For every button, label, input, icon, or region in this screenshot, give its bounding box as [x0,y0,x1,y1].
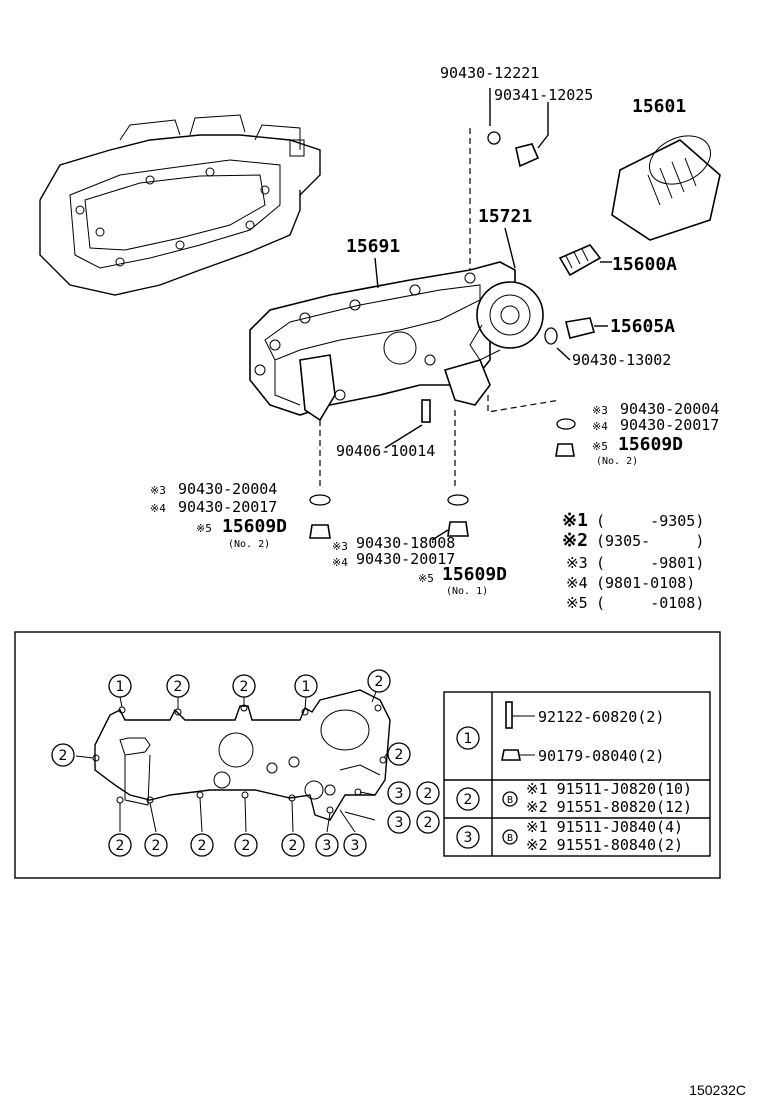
mark-4-left: ※4 [150,502,166,515]
table-row2-id: 2 [464,792,473,808]
part-90430-13002: 90430-13002 [572,351,671,369]
legend-text-2: (9305- ) [596,532,704,550]
legend-text-5: ( -0108) [596,594,704,612]
cover-bolt-layout [75,689,391,833]
bolt-badge-row3: B [507,833,513,844]
part-15605A: 15605A [610,316,675,337]
mark-4-right: ※4 [592,420,608,433]
engine-block-outline [39,114,321,296]
callout-2-g: 2 [424,815,433,831]
part-center-18008: 90430-18008 [356,534,455,552]
callout-circles: 1 2 2 1 2 2 2 3 2 3 2 2 2 2 2 2 3 3 [51,669,440,857]
bolt-table: 1 2 3 92122-60820(2) 90179-08040(2) B ※1… [443,691,711,857]
part-90341-12025: 90341-12025 [494,86,593,104]
plug-15605A [544,317,608,361]
bolt-badge-icon-2 [502,829,518,845]
table-row3-id: 3 [464,830,473,846]
diagram-code: 150232C [689,1082,746,1098]
part-right-20017: 90430-20017 [620,416,719,434]
callout-1-a: 1 [116,679,125,695]
legend-text-1: ( -9305) [596,512,704,530]
callout-2-i: 2 [152,838,161,854]
part-right-no2: (No. 2) [596,456,638,467]
center-drain-set [431,410,469,541]
part-left-20017: 90430-20017 [178,498,277,516]
date-legend: ※1 ( -9305) ※2 (9305- ) ※3 ( -9801) ※4 (… [562,510,704,612]
part-left-15609D: 15609D [222,516,287,537]
mark-3-center: ※3 [332,540,348,553]
callout-3-b: 3 [395,815,404,831]
legend-mark-3: ※3 [566,554,588,572]
pin-90406 [384,399,431,449]
part-15691: 15691 [346,236,400,257]
callout-2-a: 2 [174,679,183,695]
table-row2-part-b: ※2 91551-80820(12) [526,798,692,816]
part-15600A: 15600A [612,254,677,275]
legend-mark-5: ※5 [566,594,588,612]
table-row3-part-b: ※2 91551-80840(2) [526,836,683,854]
callout-2-d: 2 [59,748,68,764]
mark-3-left: ※3 [150,484,166,497]
bolt-badge-icon [502,791,518,807]
part-center-20017: 90430-20017 [356,550,455,568]
callout-2-f: 2 [424,786,433,802]
oil-cooler-cover [469,281,544,361]
nut-icon [501,749,521,761]
callout-2-e: 2 [395,747,404,763]
part-center-15609D: 15609D [442,564,507,585]
callout-2-l: 2 [289,838,298,854]
union-bolt-15600A [558,244,612,277]
callout-3-d: 3 [351,838,360,854]
legend-mark-1: ※1 [562,510,588,531]
mark-5-center: ※5 [418,572,434,585]
mark-5-right: ※5 [592,440,608,453]
callout-2-h: 2 [116,838,125,854]
part-15721: 15721 [478,206,532,227]
callout-2-b: 2 [240,679,249,695]
part-90406-10014: 90406-10014 [336,442,435,460]
part-left-20004: 90430-20004 [178,480,277,498]
part-90430-12221: 90430-12221 [440,64,539,82]
legend-mark-4: ※4 [566,574,588,592]
callout-2-j: 2 [198,838,207,854]
callout-3-a: 3 [395,786,404,802]
callout-2-k: 2 [242,838,251,854]
mark-3-right: ※3 [592,404,608,417]
left-drain-set [309,420,331,539]
mark-4-center: ※4 [332,556,348,569]
callout-2-c: 2 [375,674,384,690]
bolt-badge-row2: B [507,795,513,806]
table-row1-part-a: 92122-60820(2) [538,708,664,726]
oil-cooler-body [249,261,516,422]
table-row3-part-a: ※1 91511-J0840(4) [526,818,683,836]
part-15601: 15601 [632,96,686,117]
legend-mark-2: ※2 [562,530,588,551]
part-center-no1: (No. 1) [446,586,488,597]
part-right-15609D: 15609D [618,434,683,455]
top-drain-plug [469,88,549,270]
mark-5-left: ※5 [196,522,212,535]
legend-text-3: ( -9801) [596,554,704,572]
oil-filter [611,135,721,241]
table-row2-part-a: ※1 91511-J0820(10) [526,780,692,798]
legend-text-4: (9801-0108) [596,574,695,592]
part-right-20004: 90430-20004 [620,400,719,418]
callout-3-c: 3 [323,838,332,854]
bolt-detail-frame [14,631,721,879]
table-row1-id: 1 [464,731,473,747]
stud-icon [505,701,513,729]
right-drain-set [487,395,576,457]
part-left-no2: (No. 2) [228,539,270,550]
callout-1-b: 1 [302,679,311,695]
table-row1-part-b: 90179-08040(2) [538,747,664,765]
